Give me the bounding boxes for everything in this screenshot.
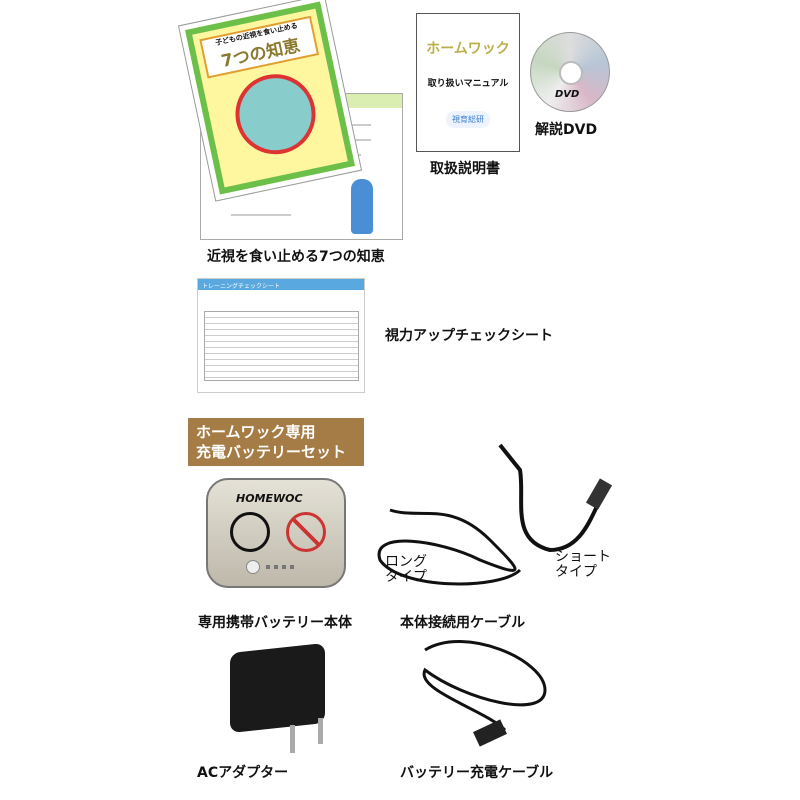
dvd-disc: DVD (530, 32, 610, 112)
manual-brand: ホームワック (426, 41, 510, 57)
long-type-label: ロングタイプ (385, 555, 427, 585)
power-button (246, 560, 260, 574)
led-indicators (266, 565, 296, 569)
adapter-prong (290, 725, 295, 753)
cable-caption: 本体接続用ケーブル (400, 615, 526, 631)
battery-caption: 専用携帯バッテリー本体 (198, 615, 352, 631)
long-type-line-1: ロング (385, 554, 427, 570)
manual: ホームワック 取り扱いマニュアル 視育総研 (416, 13, 520, 152)
dvd-logo: DVD (555, 89, 580, 100)
booklet-caption: 近視を食い止める7つの知恵 (207, 249, 385, 265)
ac-adapter (230, 643, 325, 733)
adapter-caption: ACアダプター (197, 765, 289, 781)
character-illustration (351, 179, 373, 234)
short-type-line-2: タイプ (555, 564, 597, 580)
banner-line-2: 充電バッテリーセット (196, 443, 347, 461)
glasses-icon (230, 512, 270, 552)
connection-cables (377, 443, 613, 586)
manual-caption: 取扱説明書 (430, 161, 500, 177)
charge-cable-caption: バッテリー充電ケーブル (400, 765, 554, 781)
battery-brand: HOMEWOC (236, 492, 303, 505)
charging-cable (422, 639, 547, 747)
check-sheet-header: トレーニングチェックシート (198, 279, 364, 290)
adapter-prong (318, 718, 323, 744)
short-type-line-1: ショート (555, 549, 611, 565)
cover-illustration (228, 66, 323, 162)
long-type-line-2: タイプ (385, 569, 427, 585)
manual-title: 取り扱いマニュアル (427, 79, 509, 89)
publisher-logo: 視育総研 (446, 111, 490, 128)
check-sheet: トレーニングチェックシート (197, 278, 365, 393)
no-device-icon (286, 512, 326, 552)
short-type-label: ショートタイプ (555, 550, 611, 580)
portable-battery: HOMEWOC (206, 478, 346, 588)
dvd-caption: 解説DVD (535, 122, 598, 138)
check-sheet-caption: 視力アップチェックシート (385, 328, 553, 344)
banner-line-1: ホームワック専用 (196, 423, 316, 441)
battery-set-banner: ホームワック専用 充電バッテリーセット (188, 418, 364, 466)
